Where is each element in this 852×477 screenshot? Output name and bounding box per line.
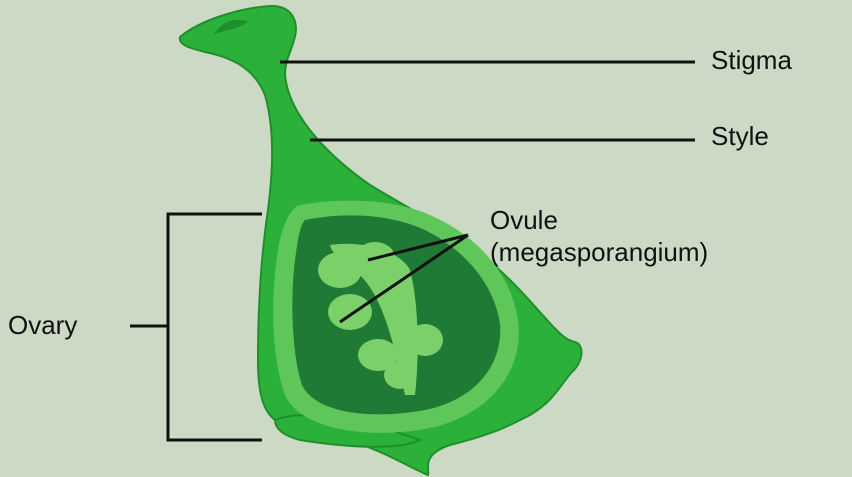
ovule-label-line1: Ovule [490,204,708,236]
ovule [384,361,416,389]
ovule-label: Ovule (megasporangium) [490,204,708,268]
ovary-bracket [168,214,262,440]
ovule [377,274,413,306]
ovary-label: Ovary [8,311,77,340]
ovule-label-line2: (megasporangium) [490,236,708,268]
style-label: Style [711,122,769,151]
ovule [407,324,443,356]
ovule [328,294,372,330]
stigma-label: Stigma [711,46,792,75]
